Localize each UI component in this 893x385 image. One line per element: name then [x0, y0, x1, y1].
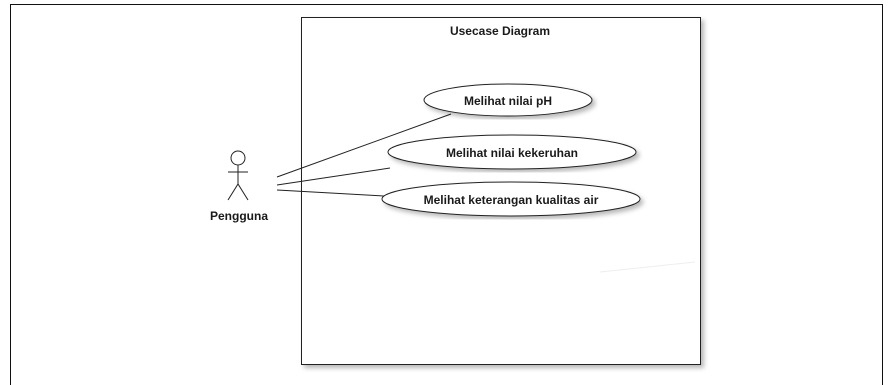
actor-right-leg — [237, 183, 249, 201]
system-boundary-title: Usecase Diagram — [450, 24, 550, 38]
actor-pengguna[interactable] — [227, 150, 249, 201]
actor-left-leg — [227, 183, 239, 201]
usecase-ellipse-kualitas-air[interactable] — [381, 181, 641, 217]
usecase-label-kualitas-air: Melihat keterangan kualitas air — [424, 193, 599, 207]
usecase-ellipse-ph[interactable] — [423, 83, 593, 117]
faint-artifact-line — [599, 261, 696, 273]
usecase-label-kekeruhan: Melihat nilai kekeruhan — [446, 146, 578, 160]
usecase-label-ph: Melihat nilai pH — [464, 94, 552, 108]
association-line-kualitas-air[interactable] — [276, 189, 385, 197]
association-line-kekeruhan[interactable] — [276, 167, 391, 186]
usecase-ellipse-kekeruhan[interactable] — [387, 134, 637, 170]
actor-label: Pengguna — [210, 209, 268, 223]
association-line-ph[interactable] — [276, 113, 452, 178]
